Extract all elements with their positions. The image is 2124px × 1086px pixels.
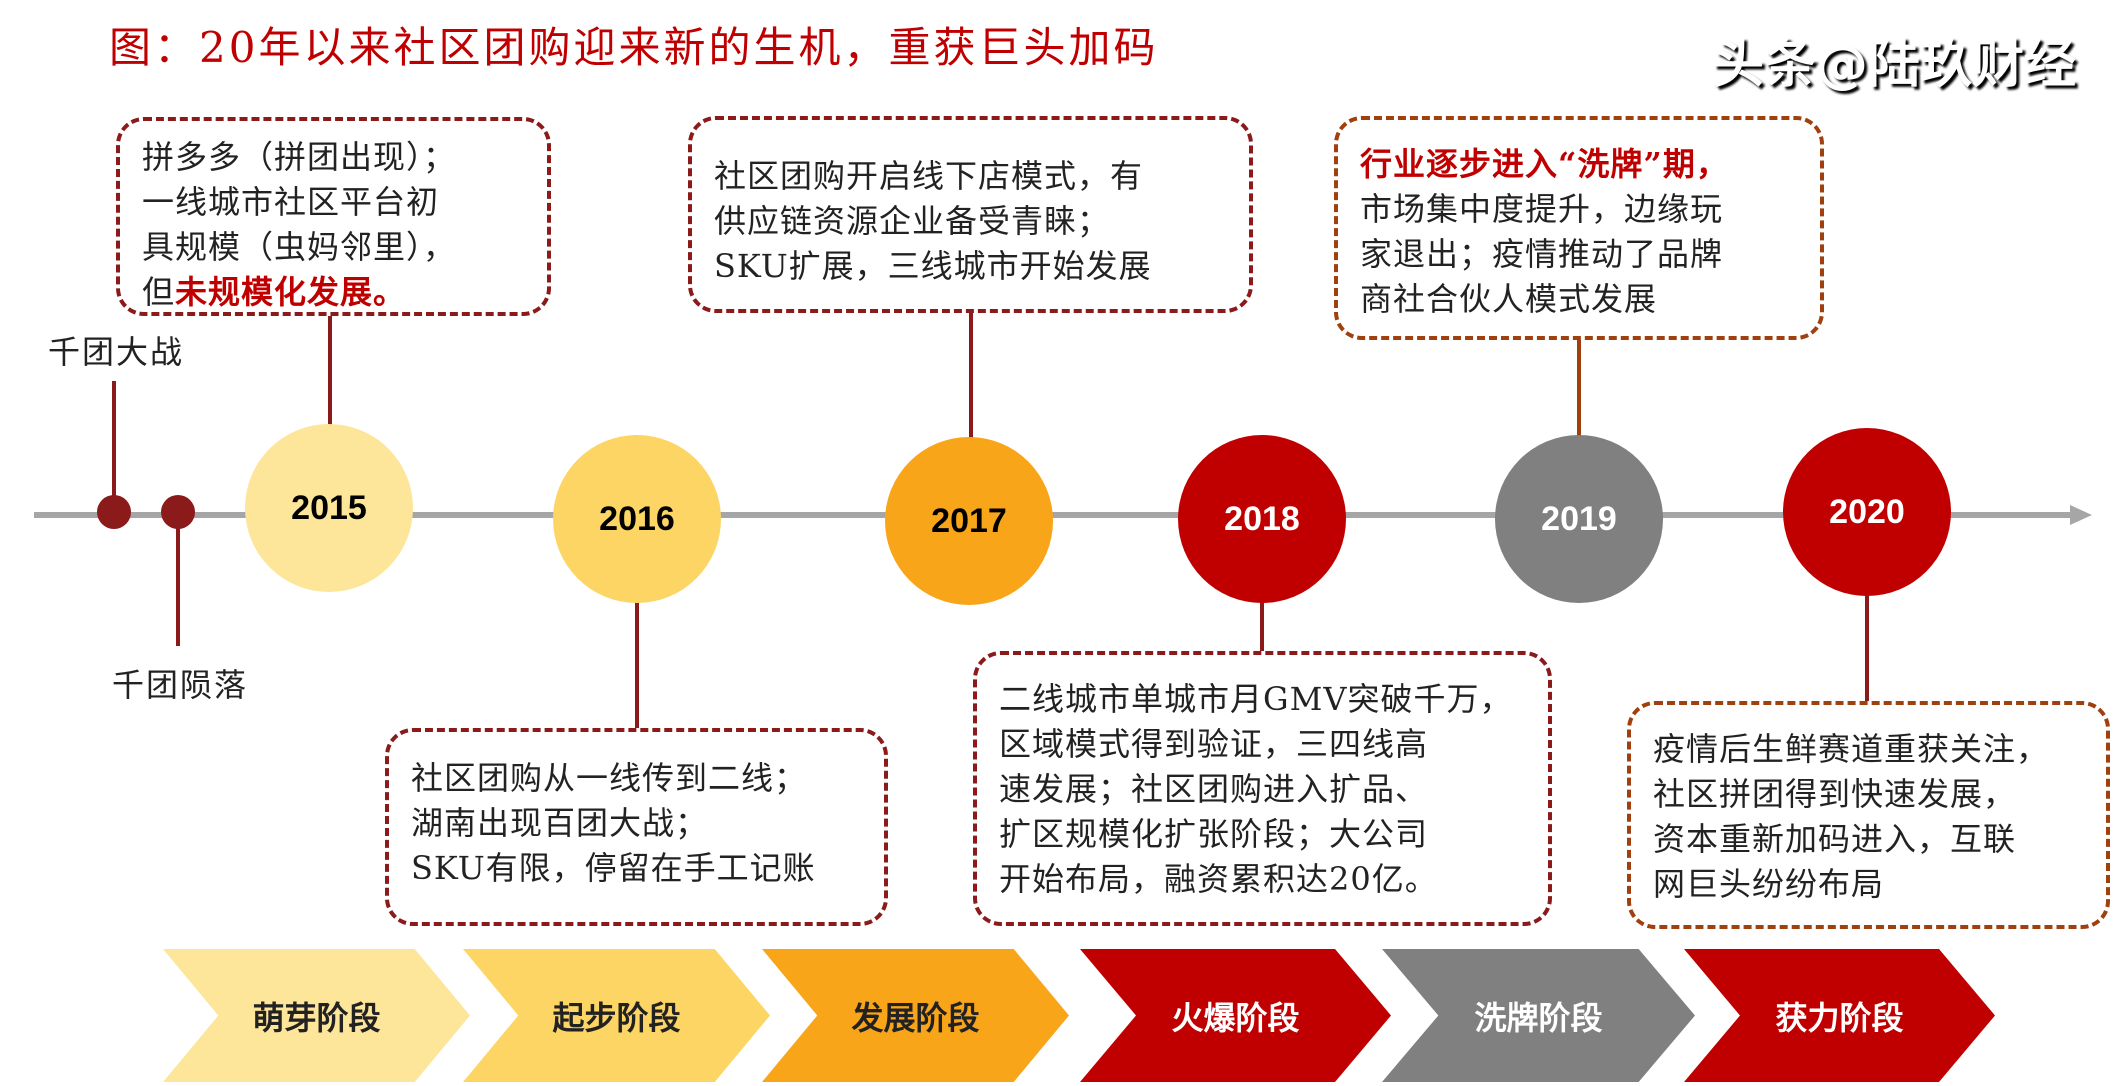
- event-label: 千团陨落: [112, 666, 249, 704]
- stage-label: 获力阶段: [1775, 998, 1904, 1037]
- year-circle-2019: 2019: [1495, 435, 1663, 603]
- timeline-arrow-icon: [2070, 505, 2092, 525]
- connector: [112, 381, 116, 511]
- box-line: 具规模（虫妈邻里），: [142, 228, 457, 266]
- watermark: 头条@陆玖财经: [1712, 35, 2077, 95]
- box-line: 资本重新加码进入，互联: [1653, 820, 2017, 858]
- box-line: 社区拼团得到快速发展，: [1653, 775, 2017, 813]
- box-line: 社区团购开启线下店模式，有: [714, 157, 1144, 195]
- stage-label: 火爆阶段: [1171, 998, 1300, 1037]
- event-dot: [161, 495, 195, 529]
- stage-chevron: 萌芽阶段: [163, 949, 470, 1082]
- box-2018: 二线城市单城市月GMV突破千万， 区域模式得到验证，三四线高 速发展；社区团购进…: [973, 651, 1552, 926]
- highlight-text: 未规模化发展。: [175, 273, 407, 311]
- stage-label: 洗牌阶段: [1474, 998, 1603, 1037]
- stage-chevron: 洗牌阶段: [1382, 949, 1695, 1082]
- event-dot: [97, 495, 131, 529]
- box-line: 二线城市单城市月GMV突破千万，: [999, 680, 1513, 718]
- box-line: 但未规模化发展。: [142, 270, 525, 315]
- timeline-axis: [34, 512, 2074, 518]
- year-label: 2020: [1829, 492, 1905, 531]
- year-label: 2017: [931, 501, 1007, 540]
- connector: [635, 600, 639, 728]
- box-line: 供应链资源企业备受青睐；: [714, 202, 1111, 240]
- box-line: 湖南出现百团大战；: [411, 804, 709, 842]
- box-line: SKU扩展，三线城市开始发展: [714, 247, 1152, 285]
- box-line: 社区团购从一线传到二线；: [411, 759, 808, 797]
- stage-label: 起步阶段: [552, 998, 681, 1037]
- page-title: 图：20年以来社区团购迎来新的生机，重获巨头加码: [109, 23, 1159, 72]
- stage-chevron: 发展阶段: [762, 949, 1069, 1082]
- year-circle-2015: 2015: [245, 424, 413, 592]
- year-circle-2016: 2016: [553, 435, 721, 603]
- box-2017: 社区团购开启线下店模式，有 供应链资源企业备受青睐； SKU扩展，三线城市开始发…: [688, 116, 1253, 313]
- year-circle-2020: 2020: [1783, 428, 1951, 596]
- stage-chevron: 火爆阶段: [1080, 949, 1391, 1082]
- connector: [969, 313, 973, 438]
- stage-label: 发展阶段: [851, 998, 980, 1037]
- box-line: 家退出；疫情推动了品牌: [1360, 235, 1724, 273]
- year-label: 2016: [599, 499, 675, 538]
- box-line: 商社合伙人模式发展: [1360, 280, 1658, 318]
- connector: [1260, 600, 1264, 651]
- box-line: 区域模式得到验证，三四线高: [999, 725, 1429, 763]
- box-2015: 拼多多（拼团出现）； 一线城市社区平台初 具规模（虫妈邻里）， 但未规模化发展。: [116, 117, 551, 316]
- connector: [1577, 340, 1581, 438]
- year-circle-2017: 2017: [885, 437, 1053, 605]
- stage-chevron: 获力阶段: [1684, 949, 1995, 1082]
- box-line: 市场集中度提升，边缘玩: [1360, 190, 1724, 228]
- box-2019: 行业逐步进入“洗牌”期， 市场集中度提升，边缘玩 家退出；疫情推动了品牌 商社合…: [1334, 116, 1824, 340]
- box-line: SKU有限，停留在手工记账: [411, 849, 816, 887]
- year-circle-2018: 2018: [1178, 435, 1346, 603]
- box-2016: 社区团购从一线传到二线； 湖南出现百团大战； SKU有限，停留在手工记账: [385, 728, 888, 926]
- box-line: 开始布局，融资累积达20亿。: [999, 860, 1438, 898]
- box-line: 一线城市社区平台初: [142, 183, 440, 221]
- box-line: 速发展；社区团购进入扩品、: [999, 770, 1429, 808]
- event-label: 千团大战: [48, 333, 185, 371]
- connector: [1865, 594, 1869, 701]
- year-label: 2019: [1541, 499, 1617, 538]
- text: 但: [142, 273, 176, 311]
- box-line: 行业逐步进入“洗牌”期，: [1360, 145, 1729, 183]
- box-line: 疫情后生鲜赛道重获关注，: [1653, 730, 2050, 768]
- box-2020: 疫情后生鲜赛道重获关注， 社区拼团得到快速发展， 资本重新加码进入，互联 网巨头…: [1627, 701, 2110, 929]
- year-label: 2015: [291, 488, 367, 527]
- connector: [176, 511, 180, 646]
- stage-chevron: 起步阶段: [463, 949, 770, 1082]
- box-line: 网巨头纷纷布局: [1653, 865, 1885, 903]
- box-line: 拼多多（拼团出现）；: [142, 138, 457, 176]
- stage-label: 萌芽阶段: [252, 998, 381, 1037]
- box-line: 扩区规模化扩张阶段；大公司: [999, 815, 1429, 853]
- year-label: 2018: [1224, 499, 1300, 538]
- connector: [328, 316, 332, 426]
